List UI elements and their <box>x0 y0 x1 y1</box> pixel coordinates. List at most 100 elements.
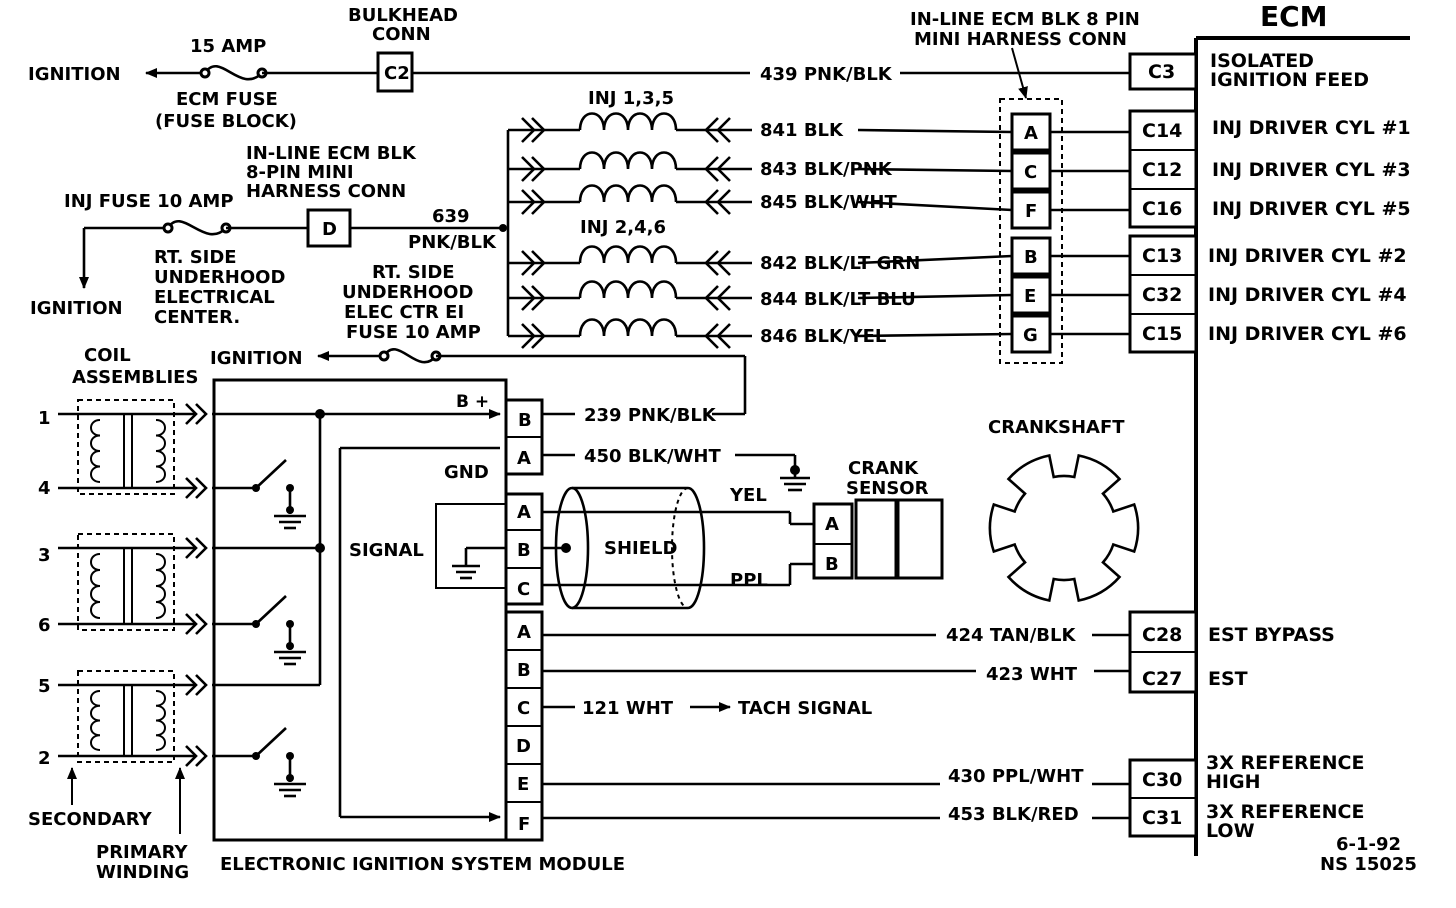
crankshaft-reluctor: CRANKSHAFT <box>988 417 1140 603</box>
injector-wire: 841 BLK <box>760 120 844 141</box>
injector-wire: 842 BLK/LT GRN <box>760 253 920 274</box>
wire-label: 121 WHT <box>582 698 674 719</box>
crankshaft-label: CRANKSHAFT <box>988 417 1125 438</box>
injector-row <box>508 184 1130 215</box>
ecm-pin-label: 3X REFERENCE <box>1206 801 1365 823</box>
module-pin: D <box>516 736 531 757</box>
module-pin: A <box>517 448 531 469</box>
coil-assemblies: COIL ASSEMBLIES 1 4 3 6 5 2 SECONDARY PR… <box>28 345 208 883</box>
switch-to-ground <box>212 595 306 666</box>
fuse-amp: 15 AMP <box>190 36 266 57</box>
injector-wire: 844 BLK/LT BLU <box>760 289 916 310</box>
wire-color: PNK/BLK <box>408 232 497 253</box>
wire-label: 450 BLK/WHT <box>584 446 721 467</box>
bulkhead-label-2: CONN <box>372 24 431 45</box>
ecm-pin-box <box>1128 109 1198 229</box>
wire-label: 423 WHT <box>986 664 1078 685</box>
injector-wire: 846 BLK/YEL <box>760 326 886 347</box>
ecm-pin: C16 <box>1142 198 1182 220</box>
ecm-pin: C12 <box>1142 159 1182 181</box>
harness-pin: A <box>1024 123 1038 144</box>
ecm-pin: C31 <box>1142 807 1182 829</box>
ignition-label: IGNITION <box>28 64 121 85</box>
conn-label: 8-PIN MINI <box>246 162 354 183</box>
ecm-title: ECM <box>1260 0 1328 33</box>
ecm-pin-label: INJ DRIVER CYL #2 <box>1208 245 1407 267</box>
ecm-pin-label: 3X REFERENCE <box>1206 752 1365 774</box>
injector-row <box>508 112 1130 143</box>
crank-sensor: CRANK SENSOR A B <box>812 458 944 580</box>
switch-to-ground <box>212 727 306 798</box>
wire-label: 239 PNK/BLK <box>584 405 717 426</box>
ecm-pin-label: INJ DRIVER CYL #1 <box>1212 117 1411 139</box>
crank-sensor-label-2: SENSOR <box>846 478 929 499</box>
footer: 6-1-92 NS 15025 <box>1320 834 1417 875</box>
module-pin: A <box>517 622 531 643</box>
ei-fuse-circuit: RT. SIDE UNDERHOOD ELEC CTR EI FUSE 10 A… <box>210 262 747 416</box>
wire-label: 453 BLK/RED <box>948 804 1079 825</box>
shield-label: SHIELD <box>604 538 677 559</box>
reluctor-wheel <box>988 453 1140 603</box>
switch-to-ground <box>212 459 306 530</box>
wire-label: 439 PNK/BLK <box>760 64 893 85</box>
coil-assembly <box>58 670 208 767</box>
ecm-fuse-circuit: IGNITION 15 AMP ECM FUSE (FUSE BLOCK) BU… <box>28 5 1130 132</box>
module-pin: C <box>517 698 530 719</box>
ecm-block: ECM C3 ISOLATED IGNITION FEED C14 C12 C1… <box>1128 0 1411 856</box>
coil-assembly <box>58 533 208 635</box>
wire-color: PPL <box>730 570 768 591</box>
gnd-label: GND <box>444 462 489 483</box>
ei-fuse-label: RT. SIDE <box>372 262 455 283</box>
module-wires: 239 PNK/BLK 450 BLK/WHT SHIELD YEL PPL 4… <box>542 405 1130 825</box>
ecm-pin: C15 <box>1142 323 1182 345</box>
ei-fuse-label: FUSE 10 AMP <box>346 322 481 343</box>
coil-assembly <box>58 399 208 499</box>
fuse-location: UNDERHOOD <box>154 267 285 288</box>
injector-wire: 843 BLK/PNK <box>760 159 893 180</box>
ecm-pin-box <box>1128 52 1198 91</box>
coil-title: COIL <box>84 345 131 366</box>
footer-code: NS 15025 <box>1320 854 1417 875</box>
bulkhead-label: BULKHEAD <box>348 5 458 26</box>
fuse-block: (FUSE BLOCK) <box>155 111 297 132</box>
ecm-pin-label-2: HIGH <box>1206 771 1260 793</box>
bulkhead-pin: C2 <box>384 63 410 84</box>
coil-number: 1 <box>38 408 51 429</box>
fuse-location: RT. SIDE <box>154 247 237 268</box>
module-title: ELECTRONIC IGNITION SYSTEM MODULE <box>220 854 625 875</box>
ecm-pin: C13 <box>1142 245 1182 267</box>
ecm-pin-label: INJ DRIVER CYL #6 <box>1208 323 1407 345</box>
crank-pin: A <box>825 514 839 535</box>
ecm-pin-label: EST <box>1208 668 1248 690</box>
ecm-pin: C30 <box>1142 769 1182 791</box>
coil-number: 2 <box>38 748 51 769</box>
coil-title-2: ASSEMBLIES <box>72 367 198 388</box>
conn-label: HARNESS CONN <box>246 181 406 202</box>
ecm-pin: C32 <box>1142 284 1182 306</box>
fuse-location: CENTER. <box>154 307 240 328</box>
ecm-pin: C3 <box>1148 61 1175 83</box>
ecm-pin-label-2: IGNITION FEED <box>1210 69 1369 91</box>
ecm-pin: C28 <box>1142 624 1182 646</box>
harness-pin: E <box>1024 286 1036 307</box>
module-pin: B <box>517 540 531 561</box>
wire-label: 430 PPL/WHT <box>948 766 1084 787</box>
ignition-label: IGNITION <box>30 298 123 319</box>
ecm-pin: C27 <box>1142 668 1182 690</box>
ecm-pin-label: EST BYPASS <box>1208 624 1335 646</box>
conn-pin: D <box>322 219 337 240</box>
wire-number: 639 <box>432 206 470 227</box>
ecm-pin-label: INJ DRIVER CYL #3 <box>1212 159 1411 181</box>
injector-row <box>508 280 1130 311</box>
harness-pin: C <box>1024 162 1037 183</box>
injector-group-label: INJ 2,4,6 <box>580 217 666 238</box>
ei-module: ELECTRONIC IGNITION SYSTEM MODULE B + GN… <box>212 378 625 875</box>
module-pin: A <box>517 502 531 523</box>
harness-pin: F <box>1025 201 1037 222</box>
signal-label: SIGNAL <box>349 540 424 561</box>
module-pin: F <box>518 814 530 835</box>
bplus-label: B + <box>456 392 489 412</box>
coil-number: 5 <box>38 676 51 697</box>
secondary-label: SECONDARY <box>28 809 153 830</box>
